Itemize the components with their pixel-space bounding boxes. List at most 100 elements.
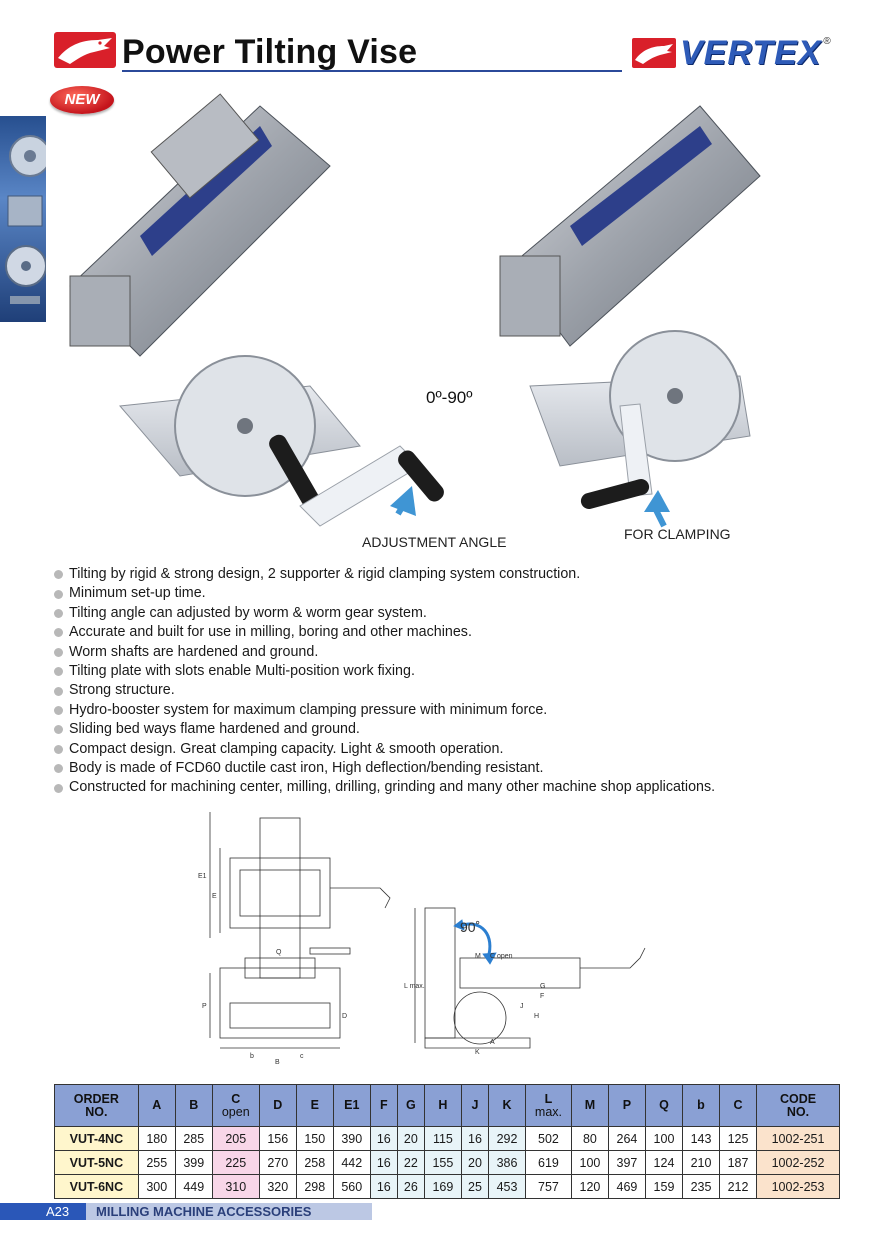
bullet-icon [54, 667, 63, 677]
dim-label: L max. [404, 983, 425, 990]
bullet-icon [54, 725, 63, 735]
table-cell: 159 [644, 1174, 683, 1199]
list-item: Hydro-booster system for maximum clampin… [54, 701, 854, 720]
code-number-cell: 1002-252 [756, 1150, 840, 1175]
dim-label: M [475, 953, 481, 960]
table-cell: 300 [137, 1174, 176, 1199]
drawing-angle-label: 90˚ [460, 919, 480, 935]
table-cell: 757 [525, 1174, 572, 1199]
table-cell: 187 [718, 1150, 758, 1175]
table-cell: 120 [570, 1174, 609, 1199]
table-cell: 100 [644, 1126, 683, 1151]
list-item: Body is made of FCD60 ductile cast iron,… [54, 759, 854, 778]
table-cell: 285 [174, 1126, 213, 1151]
side-thumbnail-strip [0, 116, 51, 322]
dim-label: E1 [198, 873, 207, 880]
left-vise-image [69, 93, 444, 527]
order-number-cell: VUT-5NC [54, 1150, 139, 1175]
brand-logo: VERTEX ® [632, 33, 831, 72]
table-cell: 264 [607, 1126, 646, 1151]
column-header: J [460, 1084, 489, 1127]
column-header: K [487, 1084, 527, 1127]
list-item: Tilting angle can adjusted by worm & wor… [54, 604, 854, 623]
dim-label: C open [490, 953, 513, 960]
dim-label: H [534, 1013, 539, 1020]
brand-name: VERTEX [680, 33, 822, 72]
table-cell: 169 [423, 1174, 462, 1199]
table-cell: 124 [644, 1150, 683, 1175]
bullet-icon [54, 686, 63, 696]
page-number: A23 [0, 1203, 86, 1220]
column-header: B [174, 1084, 213, 1127]
new-badge: NEW [50, 86, 114, 114]
bullet-icon [54, 570, 63, 580]
list-item: Sliding bed ways flame hardened and grou… [54, 720, 854, 739]
table-cell: 16 [369, 1150, 398, 1175]
column-header: P [607, 1084, 646, 1127]
column-header: H [423, 1084, 462, 1127]
bullet-icon [54, 589, 63, 599]
column-header: E1 [332, 1084, 371, 1127]
column-header: G [396, 1084, 425, 1127]
clamping-caption: FOR CLAMPING [624, 526, 731, 542]
table-cell: 156 [258, 1126, 297, 1151]
table-cell: 449 [174, 1174, 213, 1199]
column-header: D [258, 1084, 297, 1127]
order-number-cell: VUT-4NC [54, 1126, 139, 1151]
code-number-cell: 1002-253 [756, 1174, 840, 1199]
dim-label: J [520, 1003, 524, 1010]
column-header: C [718, 1084, 758, 1127]
table-cell: 397 [607, 1150, 646, 1175]
dim-label: B [275, 1059, 280, 1066]
dim-label: F [540, 993, 544, 1000]
table-cell: 20 [396, 1126, 425, 1151]
adjustment-angle-caption: ADJUSTMENT ANGLE [362, 534, 507, 550]
table-cell: 298 [295, 1174, 334, 1199]
list-item: Minimum set-up time. [54, 584, 854, 603]
table-cell: 270 [258, 1150, 297, 1175]
table-cell: 560 [332, 1174, 371, 1199]
table-cell: 80 [570, 1126, 609, 1151]
table-cell: 292 [487, 1126, 527, 1151]
table-cell: 442 [332, 1150, 371, 1175]
section-title: MILLING MACHINE ACCESSORIES [86, 1203, 372, 1220]
list-item: Compact design. Great clamping capacity.… [54, 740, 854, 759]
title-underline [122, 70, 622, 72]
list-item: Tilting by rigid & strong design, 2 supp… [54, 565, 854, 584]
table-cell: 180 [137, 1126, 176, 1151]
table-cell: 205 [211, 1126, 260, 1151]
table-cell: 235 [681, 1174, 721, 1199]
feature-list: Tilting by rigid & strong design, 2 supp… [54, 565, 854, 798]
bullet-icon [54, 628, 63, 638]
table-cell: 619 [525, 1150, 572, 1175]
table-cell: 16 [369, 1174, 398, 1199]
bullet-icon [54, 706, 63, 716]
table-cell: 502 [525, 1126, 572, 1151]
column-header: E [295, 1084, 334, 1127]
bullet-icon [54, 609, 63, 619]
dim-label: b [250, 1053, 254, 1060]
table-cell: 320 [258, 1174, 297, 1199]
brand-flag-icon [632, 38, 676, 68]
dim-label: P [202, 1003, 207, 1010]
table-cell: 225 [211, 1150, 260, 1175]
product-photos [60, 86, 820, 556]
dim-label: G [540, 983, 545, 990]
table-cell: 258 [295, 1150, 334, 1175]
order-number-cell: VUT-6NC [54, 1174, 139, 1199]
table-cell: 453 [487, 1174, 527, 1199]
table-cell: 255 [137, 1150, 176, 1175]
dim-label: Q [276, 949, 282, 956]
page-footer: A23 MILLING MACHINE ACCESSORIES [0, 1203, 892, 1220]
dim-label: D [342, 1013, 347, 1020]
bullet-icon [54, 783, 63, 793]
table-cell: 26 [396, 1174, 425, 1199]
table-cell: 399 [174, 1150, 213, 1175]
